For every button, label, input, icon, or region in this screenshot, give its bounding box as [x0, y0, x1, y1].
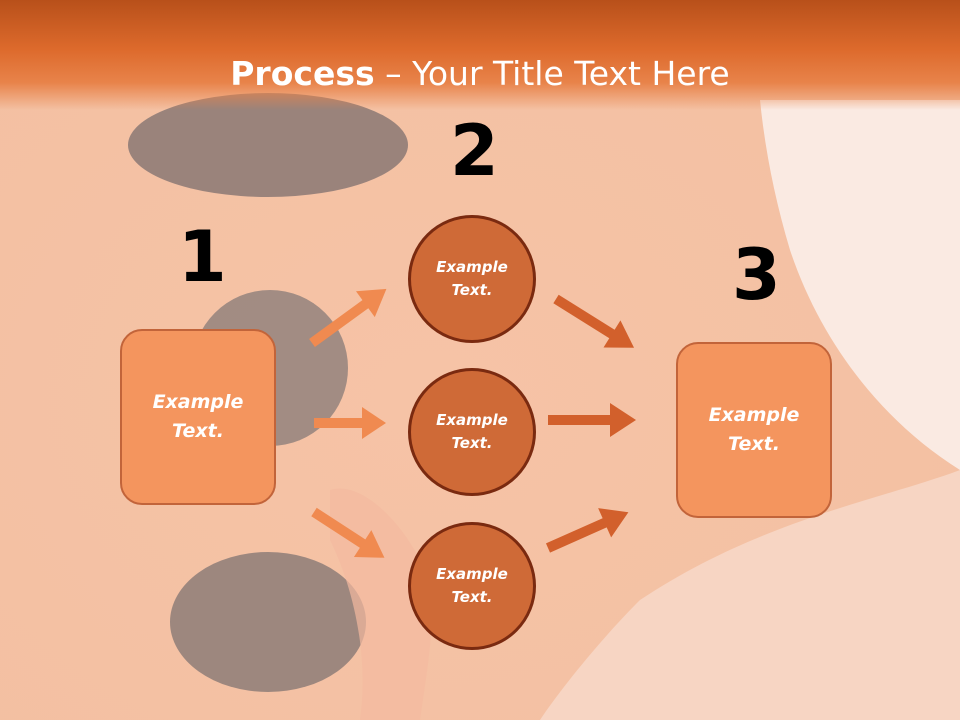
title-bar: [0, 0, 960, 110]
title-bold: Process: [230, 54, 375, 93]
circle-1: Example Text.: [408, 215, 536, 343]
step-number-1: 1: [178, 216, 227, 298]
circle-2-text: Example Text.: [436, 411, 508, 452]
arrow-circle-2-to-right: [548, 403, 636, 437]
slide-title: Process – Your Title Text Here: [0, 52, 960, 96]
right-box: Example Text.: [676, 342, 832, 518]
circle-1-text: Example Text.: [436, 258, 508, 299]
right-box-text: Example Text.: [708, 404, 800, 455]
arrow-circle-3-to-right: [545, 508, 629, 553]
circle-2: Example Text.: [408, 368, 536, 496]
circle-3-text: Example Text.: [436, 565, 508, 606]
left-box-text: Example Text.: [152, 391, 244, 442]
stone-top: [128, 93, 408, 197]
title-rest: – Your Title Text Here: [374, 54, 730, 93]
arrow-left-to-circle-2: [314, 407, 386, 439]
arrow-circle-1-to-right: [553, 294, 635, 348]
stone-bottom: [170, 552, 366, 692]
step-number-3: 3: [732, 234, 781, 316]
left-box: Example Text.: [120, 329, 276, 505]
circle-3: Example Text.: [408, 522, 536, 650]
step-number-2: 2: [450, 110, 499, 192]
arrow-left-to-circle-1: [309, 288, 387, 348]
arrow-left-to-circle-3: [311, 507, 385, 558]
